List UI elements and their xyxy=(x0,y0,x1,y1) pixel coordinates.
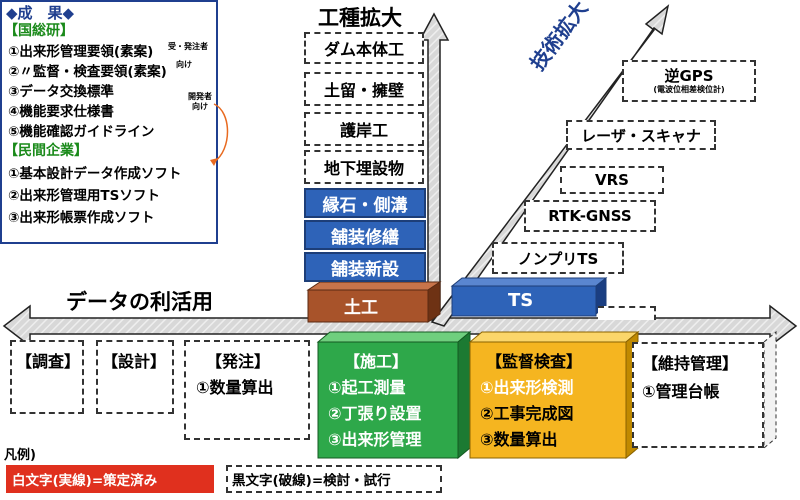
note-client-contractor-2: 向け xyxy=(176,60,192,69)
gps-note: (電波位相差検位計) xyxy=(653,85,725,94)
stage-inspection-item-2: ②工事完成図 xyxy=(480,404,574,423)
private-item-1: ①基本設計データ作成ソフト xyxy=(8,166,182,182)
kokusoken-item-5: ⑤機能確認ガイドライン xyxy=(8,124,155,140)
tech-rtk-gnss: RTK-GNSS xyxy=(524,200,656,232)
stage-order: 【発注】 ①数量算出 xyxy=(184,340,310,440)
work-type-curb-gutter: 縁石・側溝 xyxy=(304,188,426,218)
kokusoken-item-2: ②〃監督・検査要領(素案) xyxy=(8,64,167,80)
ts-block xyxy=(450,276,608,317)
work-type-dam: ダム本体工 xyxy=(304,32,424,64)
developer-bracket-arrow xyxy=(213,103,229,163)
ts-label: TS xyxy=(508,290,534,311)
legend-established: 白文字(実線)=策定済み xyxy=(6,465,214,493)
stage-order-title: 【発注】 xyxy=(206,352,271,371)
stage-construction-item-1: ①起工測量 xyxy=(328,378,406,397)
inspection-stage-block xyxy=(468,330,640,460)
construction-expansion-label: 工種拡大 xyxy=(318,6,402,30)
legend-under-review: 黒文字(破線)=検討・試行 xyxy=(226,465,442,493)
legend-title: 凡例) xyxy=(4,448,36,463)
tech-vrs: VRS xyxy=(560,166,664,194)
tech-reverse-gps: 逆GPS xyxy=(622,60,756,102)
data-utilization-arrow xyxy=(2,304,798,348)
data-utilization-label: データの利活用 xyxy=(66,290,213,314)
stage-order-item-1: ①数量算出 xyxy=(196,378,274,397)
construction-stage-block xyxy=(316,330,472,460)
technology-expansion-arrow xyxy=(430,4,670,327)
stage-inspection-item-3: ③数量算出 xyxy=(480,430,558,449)
stage-survey-title: 【調査】 xyxy=(16,352,81,371)
results-panel: ◆成 果◆ 【国総研】 ①出来形管理要領(素案) ②〃監督・検査要領(素案) ③… xyxy=(0,0,218,244)
work-type-retaining-wall: 土留・擁壁 xyxy=(304,72,424,106)
stage-maintenance-title: 【維持管理】 xyxy=(642,354,739,373)
stage-inspection-item-1: ①出来形検測 xyxy=(480,378,574,397)
kokusoken-item-4: ④機能要求仕様書 xyxy=(8,104,114,120)
work-type-underground: 地下埋設物 xyxy=(304,150,424,184)
work-type-revetment: 護岸工 xyxy=(304,112,424,146)
note-developer-2: 向け xyxy=(192,102,208,111)
tech-nonprism-ts: ノンプリTS xyxy=(492,242,624,274)
results-title: ◆成 果◆ xyxy=(6,4,75,22)
stage-maintenance-item-1: ①管理台帳 xyxy=(642,382,720,401)
stage-construction-title: 【施工】 xyxy=(344,352,409,371)
stage-construction-item-3: ③出来形管理 xyxy=(328,430,422,449)
stage-inspection: 【監督検査】 ①出来形検測 ②工事完成図 ③数量算出 xyxy=(470,342,626,458)
stage-maintenance: 【維持管理】 ①管理台帳 xyxy=(632,342,764,448)
stage-survey: 【調査】 xyxy=(10,340,84,414)
kokusoken-header: 【国総研】 xyxy=(4,23,74,39)
ts-dashed-extension xyxy=(598,306,656,320)
private-header: 【民間企業】 xyxy=(4,143,88,159)
developer-bracket-arrowhead xyxy=(210,158,218,166)
work-type-pavement-new: 舗装新設 xyxy=(304,252,426,282)
kokusoken-item-1: ①出来形管理要領(素案) xyxy=(8,44,154,60)
maintenance-stage-side xyxy=(763,330,777,450)
stage-inspection-title: 【監督検査】 xyxy=(486,352,583,371)
work-type-pavement-repair: 舗装修繕 xyxy=(304,220,426,250)
note-client-contractor-1: 受・発注者 xyxy=(168,42,208,51)
note-developer-1: 開発者 xyxy=(188,92,212,101)
stage-design-title: 【設計】 xyxy=(102,352,167,371)
stage-construction: 【施工】 ①起工測量 ②丁張り設置 ③出来形管理 xyxy=(318,342,458,458)
construction-expansion-arrow xyxy=(418,12,450,321)
stage-design: 【設計】 xyxy=(96,340,174,414)
private-item-2: ②出来形管理用TSソフト xyxy=(8,188,160,204)
stage-construction-item-2: ②丁張り設置 xyxy=(328,404,422,423)
kokusoken-item-3: ③データ交換標準 xyxy=(8,84,114,100)
private-item-3: ③出来形帳票作成ソフト xyxy=(8,210,155,226)
tech-laser-scanner: レーザ・スキャナ xyxy=(566,120,716,150)
earthwork-label: 土工 xyxy=(344,298,378,318)
earthwork-block xyxy=(306,281,442,323)
